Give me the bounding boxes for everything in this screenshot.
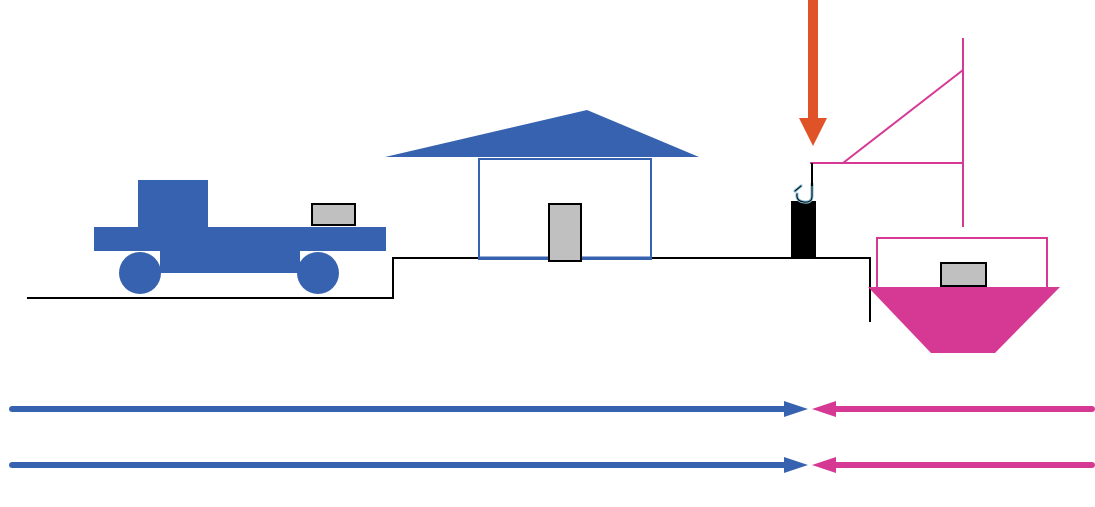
truck-bed xyxy=(94,227,386,251)
warehouse-roof xyxy=(385,110,699,157)
land-flow-top-head xyxy=(784,401,808,417)
sea-flow-bottom-head xyxy=(812,457,836,473)
truck-chassis xyxy=(160,249,300,273)
indicator-arrow-shaft xyxy=(808,0,818,120)
ground-line xyxy=(27,257,871,322)
ground-profile xyxy=(27,257,871,322)
sea-flow-top xyxy=(812,401,1095,417)
ship-icon xyxy=(868,237,1060,353)
sea-flow-bottom xyxy=(812,457,1095,473)
crane-icon xyxy=(810,38,964,227)
cargo-box-icon xyxy=(548,203,582,262)
land-flow-top xyxy=(9,401,808,417)
ship-hull xyxy=(868,287,1060,353)
truck-cab xyxy=(138,180,208,230)
flow-arrows xyxy=(9,401,1095,473)
sea-flow-top-head xyxy=(812,401,836,417)
bollard-post xyxy=(791,201,816,259)
bollard-icon xyxy=(791,201,816,259)
crane-brace xyxy=(842,69,964,164)
land-flow-bottom xyxy=(9,457,808,473)
warehouse-icon xyxy=(385,110,699,260)
indicator-arrow-head xyxy=(799,118,827,146)
truck-icon xyxy=(94,180,386,294)
truck-wheel-front xyxy=(297,252,339,294)
down-arrow-icon xyxy=(799,0,827,146)
land-flow-bottom-head xyxy=(784,457,808,473)
cargo-box-icon xyxy=(311,203,356,226)
hook-icon xyxy=(793,182,814,204)
truck-wheel-rear xyxy=(119,252,161,294)
cargo-box-icon xyxy=(940,262,987,287)
